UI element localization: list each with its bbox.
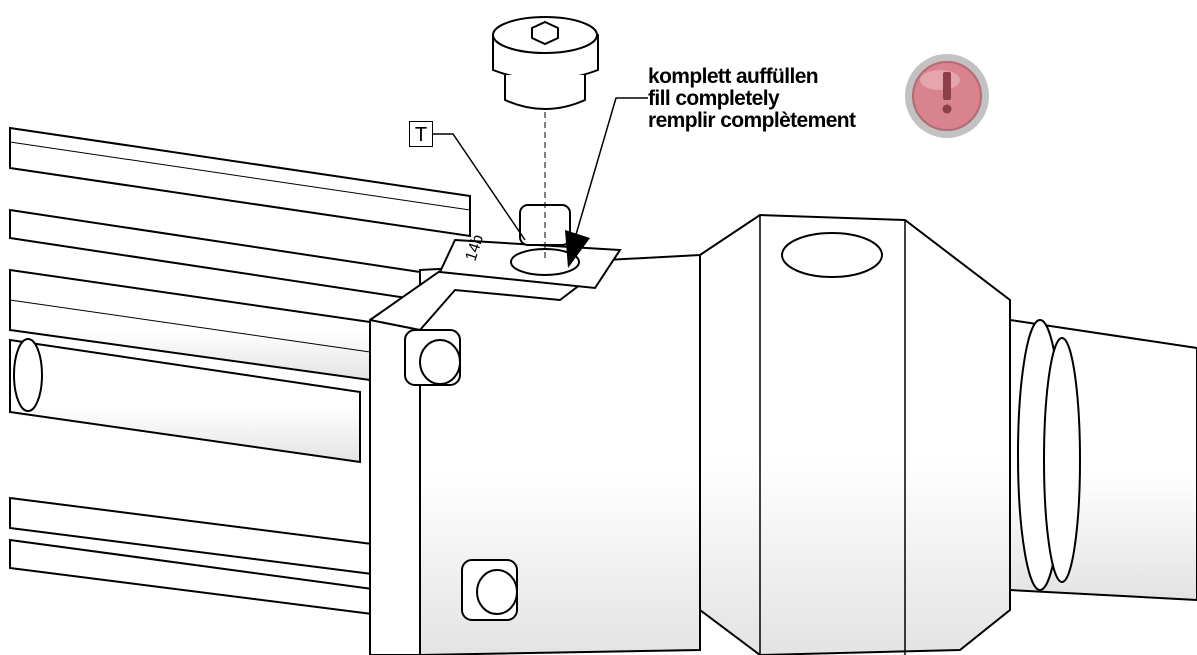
part-marker-label: T <box>409 121 433 147</box>
instruction-en: fill completely <box>648 87 780 110</box>
instruction-de: komplett auffüllen <box>648 65 819 88</box>
plug-screw <box>492 16 599 110</box>
tie-rods <box>9 126 471 617</box>
fill-instruction: komplett auffüllen fill completely rempl… <box>648 65 856 132</box>
leader-lines <box>433 97 648 241</box>
exclamation-warning-icon <box>905 54 989 138</box>
flange-bolts <box>404 204 571 621</box>
fill-arrowhead <box>565 230 590 268</box>
instruction-fr: remplir complètement <box>648 109 856 132</box>
